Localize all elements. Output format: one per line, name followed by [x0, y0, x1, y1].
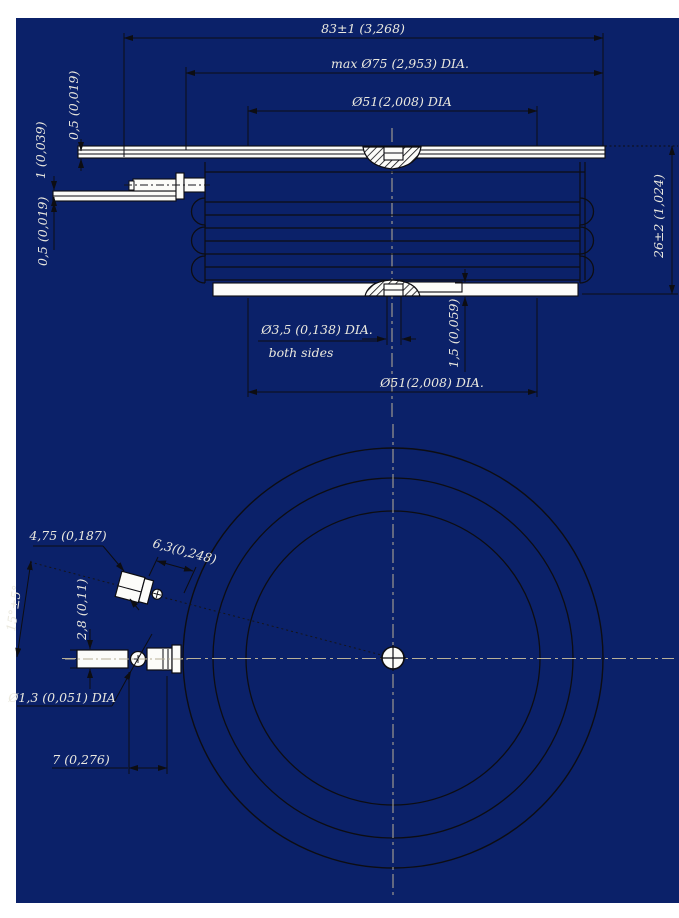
dim-max-dia: max Ø75 (2,953) DIA. — [331, 56, 469, 71]
dim-lead-width: 4,75 (0,187) — [28, 528, 106, 543]
dimension-labels: 83±1 (3,268) max Ø75 (2,953) DIA. Ø51(2,… — [3, 21, 666, 767]
dim-lead-angle: 15°±5° — [3, 584, 24, 632]
bellows-left — [190, 197, 206, 284]
dim-flange-thickness: 0,5 (0,019) — [66, 70, 81, 140]
cathode-lead-plan — [65, 644, 190, 674]
section-view — [52, 128, 606, 420]
gate-lead-plan — [114, 570, 163, 605]
bottom-view — [15, 424, 674, 898]
gate-lead-section — [52, 172, 210, 202]
blueprint-area — [16, 18, 679, 903]
note-both-sides: both sides — [269, 345, 334, 360]
dim-body-height: 26±2 (1,024) — [651, 174, 666, 259]
dim-hole-dia: Ø3,5 (0,138) DIA. — [260, 322, 373, 337]
dim-lead-dia: 2,8 (0,11) — [74, 578, 89, 641]
dim-contact-dia-bottom: Ø51(2,008) DIA. — [379, 375, 484, 390]
top-flange — [77, 145, 606, 159]
bellows-right — [579, 197, 595, 284]
dim-lead-thickness: 1 (0,039) — [33, 121, 48, 179]
dim-total-length: 83±1 (3,268) — [321, 21, 405, 36]
dim-contact-dia-top: Ø51(2,008) DIA — [351, 94, 452, 109]
section-dimensions — [51, 33, 678, 397]
dim-collar-length: 7 (0,276) — [52, 752, 110, 767]
dim-wire-dia: Ø1,3 (0,051) DIA — [7, 690, 116, 705]
gate-axis-line — [29, 561, 386, 657]
plan-dimensions — [15, 545, 197, 774]
dim-foil-thickness: 0,5 (0,019) — [35, 196, 50, 266]
dim-step-height: 1,5 (0,059) — [446, 298, 461, 368]
